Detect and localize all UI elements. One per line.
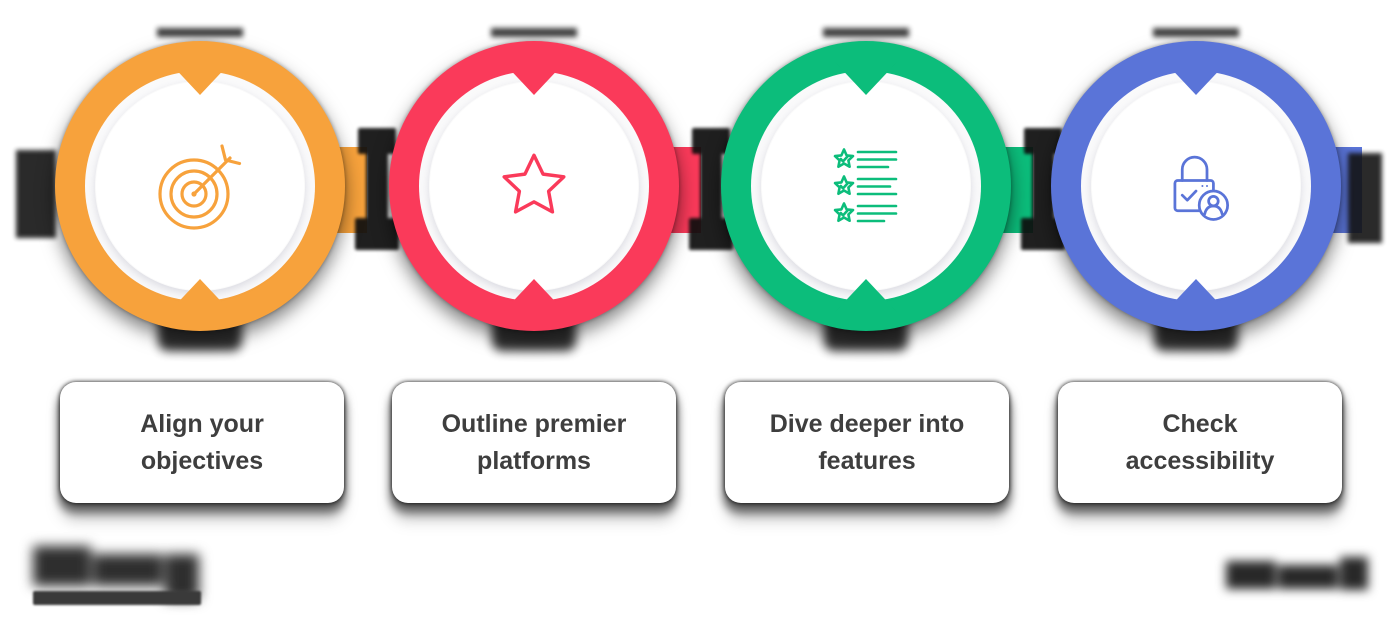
star-review-checklist-icon	[751, 71, 981, 301]
step-4-inner-circle	[1081, 61, 1311, 313]
step-4-label-card: Check accessibility	[1058, 382, 1342, 503]
step-1-ring	[55, 41, 345, 331]
top-shadow-dash	[157, 28, 243, 37]
connector-shadow-3	[1021, 128, 1065, 250]
step-3-ring	[721, 41, 1011, 331]
step-4-check-accessibility	[1051, 28, 1341, 351]
ribbon-shadow-right-edge	[1348, 153, 1382, 243]
step-2-label-card: Outline premier platforms	[392, 382, 676, 503]
star-icon	[419, 71, 649, 301]
step-3-dive-features	[721, 28, 1011, 351]
bottom-left-underline-bar	[33, 591, 201, 605]
connector-shadow-2	[689, 128, 733, 250]
step-1-label: Align your objectives	[140, 410, 264, 475]
step-3-label: Dive deeper into features	[769, 410, 965, 475]
top-shadow-dash	[1153, 28, 1239, 37]
inner-plate	[1091, 81, 1301, 291]
top-shadow-dash	[823, 28, 909, 37]
step-4-ring	[1051, 41, 1341, 331]
lock-user-badge-icon	[1081, 71, 1311, 301]
step-3-inner-circle	[751, 61, 981, 313]
step-2-label: Outline premier platforms	[441, 410, 627, 475]
step-1-inner-circle	[85, 61, 315, 313]
top-shadow-dash	[491, 28, 577, 37]
bottom-right-blurred-logo	[1226, 556, 1370, 592]
step-2-outline-platforms	[389, 28, 679, 351]
step-1-align-objectives	[55, 28, 345, 351]
step-1-label-card: Align your objectives	[60, 382, 344, 503]
step-2-inner-circle	[419, 61, 649, 313]
target-arrow-icon	[85, 71, 315, 301]
step-2-ring	[389, 41, 679, 331]
step-4-label: Check accessibility	[1125, 410, 1275, 475]
inner-plate	[429, 81, 639, 291]
ribbon-shadow-left-edge	[16, 150, 56, 238]
step-3-label-card: Dive deeper into features	[725, 382, 1009, 503]
connector-shadow-1	[355, 128, 399, 250]
